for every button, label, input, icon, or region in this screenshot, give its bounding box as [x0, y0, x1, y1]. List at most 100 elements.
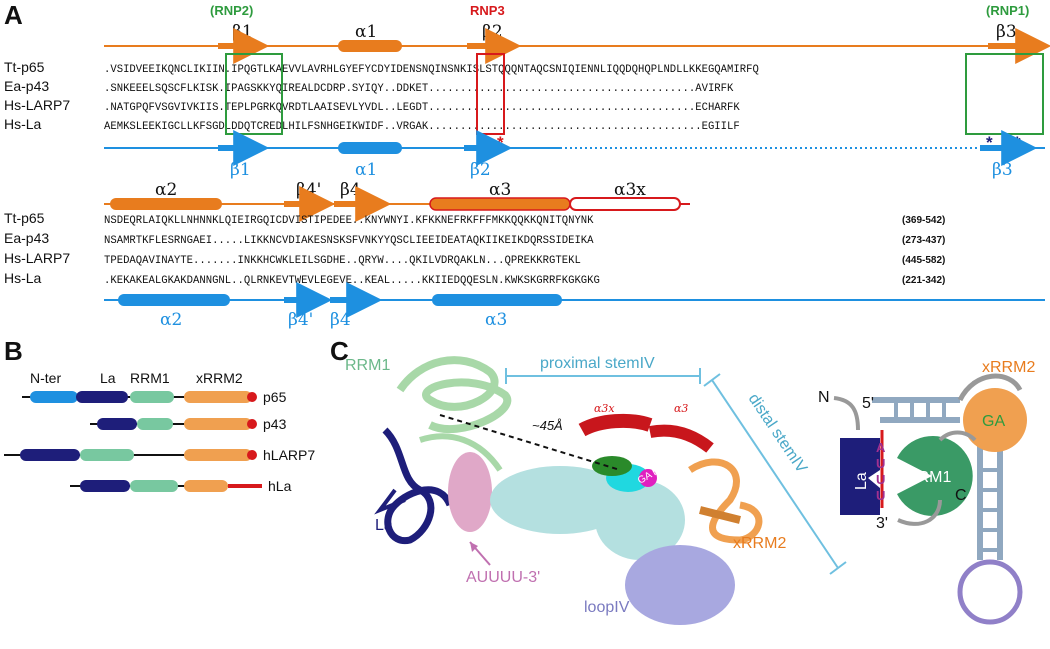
hla-xrrm2	[184, 480, 228, 492]
hlarp7-rrm1	[80, 449, 134, 461]
seq-row-2: .SNKEEELSQSCFLKISK.IPAGSKKYQIREALDCDRP.S…	[104, 83, 734, 95]
range-3: (445-582)	[902, 255, 945, 266]
seq-b2-row-2: NSAMRTKFLESRNGAEI.....LIKKNCVDIAKESNSKSF…	[104, 235, 594, 247]
schematic-la-label: La	[853, 472, 870, 490]
bottom-beta2-label: β2	[470, 160, 491, 180]
loopiv-3d-label: loopIV	[584, 599, 630, 616]
auuu-letter-1: A	[876, 440, 886, 455]
top-beta2-label: β2	[482, 22, 503, 42]
schematic: GA xRRM2 N 5' La A U U U 3' RRM1 C	[818, 359, 1035, 625]
distal-label: distal stemIV	[745, 391, 810, 477]
top-alpha3x-helix	[569, 197, 681, 211]
schematic-rrm1	[897, 436, 973, 516]
auuu-letter-4: U	[876, 488, 885, 503]
p43-rrm1	[137, 418, 173, 430]
top-alpha1-label: α1	[355, 22, 377, 42]
schematic-la	[840, 438, 880, 515]
seq-b2-row-4: .KEKAKEALGKAKDANNGNL..QLRNKEVTWEVLEGEVE.…	[104, 275, 600, 287]
bottom-alpha2-label: α2	[160, 310, 182, 330]
auuuu-spheres	[448, 452, 492, 532]
stem-spheres-proximal	[490, 466, 630, 534]
rrm1-xrrm2-linker	[938, 430, 977, 442]
p43-xrrm2	[184, 418, 252, 430]
hlarp7-cterm	[247, 450, 257, 460]
p65-xrrm2	[184, 391, 252, 403]
rnp1-label: (RNP1)	[986, 3, 1029, 18]
schematic-xrrm2-label: xRRM2	[982, 359, 1035, 376]
stem-spheres-distal	[595, 480, 685, 560]
distance-line	[439, 414, 621, 471]
rrm1-ribbon	[396, 356, 512, 434]
p43-la	[97, 418, 137, 430]
panel-c-label: C	[330, 336, 349, 366]
header-rrm1: RRM1	[130, 370, 170, 386]
top-alpha2-helix	[110, 198, 222, 210]
distal-tick-top	[703, 373, 721, 387]
a3-helix	[648, 424, 714, 453]
seqname-b2-2: Ea-p43	[4, 230, 49, 246]
panel-a-label: A	[4, 0, 23, 30]
block1-sequences: Tt-p65 .VSIDVEEIKQNCLIKIIN.IPQGTLKAEVVLA…	[4, 59, 759, 133]
top-beta3-label: β3	[996, 22, 1017, 42]
seq-b2-row-3: TPEDAQAVINAYTE.......INKKHCWKLEILSGDHE..…	[104, 255, 581, 267]
rnp1-box	[965, 53, 1044, 135]
protein-p65: p65	[263, 389, 287, 405]
block2-top-ss: α2 β4' β4 α3 α3x	[104, 180, 690, 222]
top-beta4-label: β4	[340, 180, 361, 200]
distance-label: ~45Å	[532, 418, 563, 433]
header-xrrm2: xRRM2	[196, 370, 243, 386]
top-beta1-label: β1	[232, 22, 253, 42]
top-alpha3x-label: α3x	[614, 180, 646, 200]
bottom-alpha1-label: α1	[355, 160, 377, 180]
schematic-rrm1-label: RRM1	[906, 469, 951, 486]
rnp2-label: (RNP2)	[210, 3, 253, 18]
seq-row-4: AEMKSLEEKIGCLLKFSGDLDDQTCREDLHILFSNHGEIK…	[104, 121, 740, 133]
distal-bracket	[711, 379, 839, 569]
bottom-alpha3-label: α3	[485, 310, 507, 330]
hlarp7-la	[20, 449, 80, 461]
seqname-b2-4: Hs-La	[4, 270, 42, 286]
schematic-5prime: 5'	[862, 395, 874, 412]
domain-diagram: N-ter La RRM1 xRRM2 p65 p43 hLARP7 hLa	[4, 370, 315, 494]
seq-row-3: .NATGPQFVSGVIVKIIS.TEPLPGRKQVRDTLAAISEVL…	[104, 102, 740, 114]
bottom-alpha2-helix	[118, 294, 230, 306]
range-4: (221-342)	[902, 275, 945, 286]
schematic-3prime: 3'	[876, 515, 888, 532]
seqname-4: Hs-La	[4, 116, 42, 132]
top-alpha2-label: α2	[155, 180, 177, 200]
schematic-xrrm2	[963, 388, 1027, 452]
hla-la	[80, 480, 130, 492]
bottom-alpha3-helix	[432, 294, 562, 306]
seqname-1: Tt-p65	[4, 59, 45, 75]
hlarp7-xrrm2	[184, 449, 252, 461]
p65-la	[76, 391, 128, 403]
n-connector	[833, 396, 860, 431]
seqname-b2-1: Tt-p65	[4, 210, 45, 226]
bottom-beta1-label: β1	[230, 160, 251, 180]
xrrm2-helix	[699, 506, 741, 524]
block1-bottom-ss: β1 α1 β2 β3	[104, 130, 1045, 180]
bottom-alpha1-helix	[338, 142, 402, 154]
schematic-ga: GA	[982, 413, 1005, 430]
top-alpha1-helix	[338, 40, 402, 52]
auuuu-3d-label: AUUUU-3'	[466, 569, 540, 586]
xrrm2-ribbon	[688, 458, 763, 544]
bottom-beta4-label: β4	[330, 310, 351, 330]
auuu-letter-2: U	[876, 456, 885, 471]
top-alpha3-helix	[429, 197, 571, 211]
la-3d-label: La	[375, 517, 393, 534]
p65-nter	[30, 391, 78, 403]
auuuu-pointer-head	[470, 542, 478, 552]
bottom-beta4p-label: β4'	[288, 310, 313, 330]
schematic-top-loop	[957, 373, 1023, 402]
block2-sequences: Tt-p65 NSDEQRLAIQKLLNHNNKLQIEIRGQICDVIST…	[4, 210, 945, 287]
c-connector	[897, 499, 942, 526]
protein-hla: hLa	[268, 478, 292, 494]
conserved-star-4: *	[986, 133, 993, 152]
proximal-label: proximal stemIV	[540, 355, 655, 372]
top-beta4p-label: β4'	[296, 180, 321, 200]
schematic-n: N	[818, 389, 830, 406]
xrrm2-3d-label: xRRM2	[733, 535, 786, 552]
distal-tick-bottom	[829, 561, 847, 575]
